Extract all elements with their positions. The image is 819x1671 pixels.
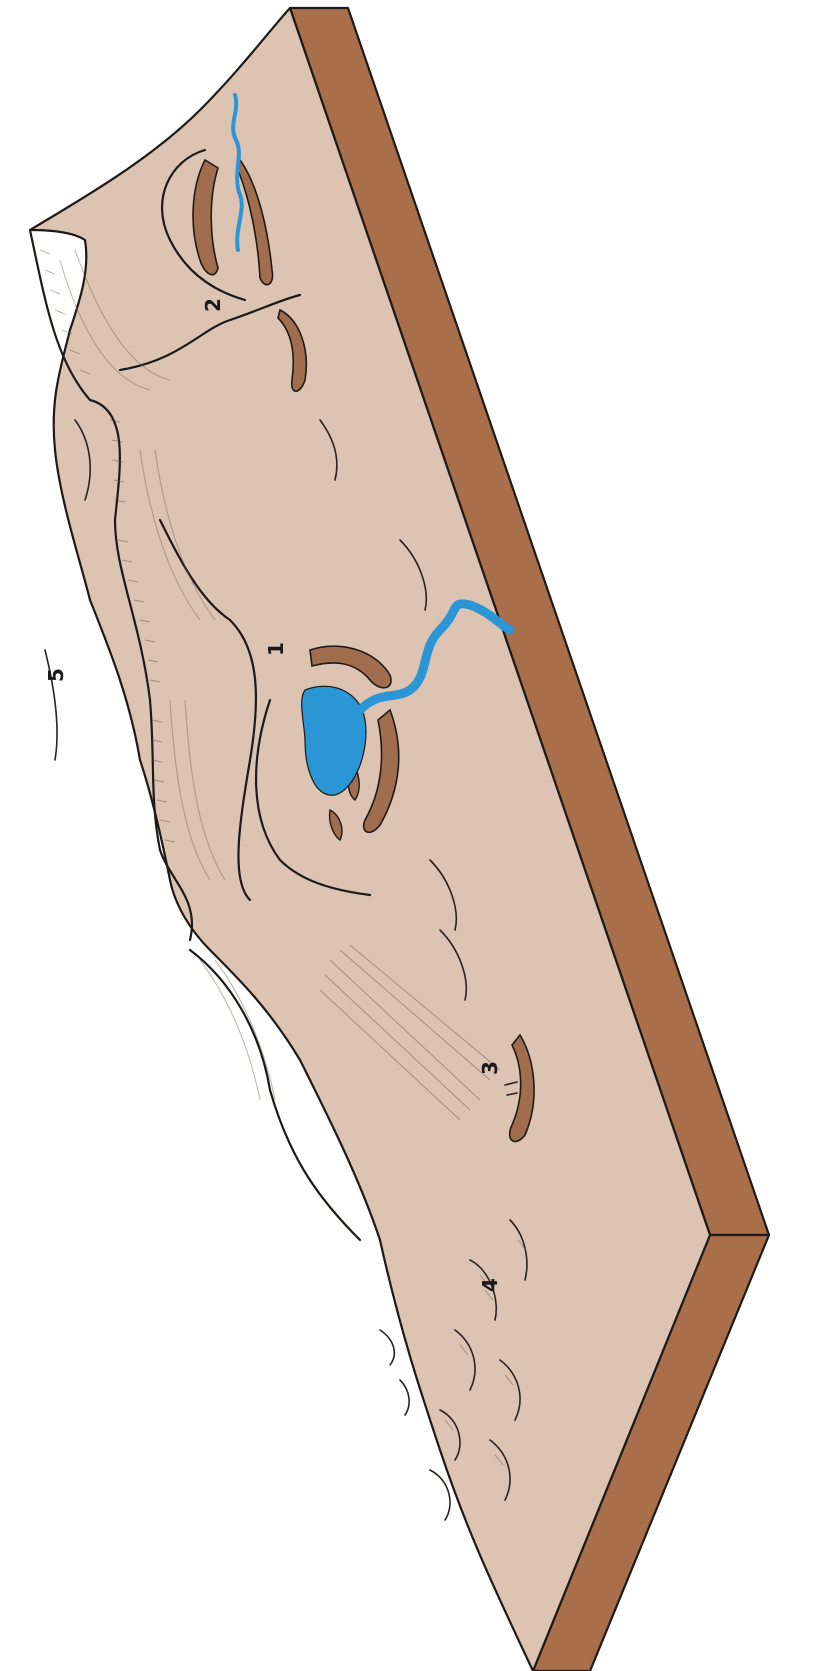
- plateau-line-a: [45, 650, 57, 760]
- label-5: 5: [44, 668, 68, 682]
- label-1: 1: [264, 642, 288, 656]
- label-4: 4: [478, 1278, 502, 1292]
- label-2: 2: [201, 298, 225, 312]
- label-3: 3: [478, 1061, 502, 1075]
